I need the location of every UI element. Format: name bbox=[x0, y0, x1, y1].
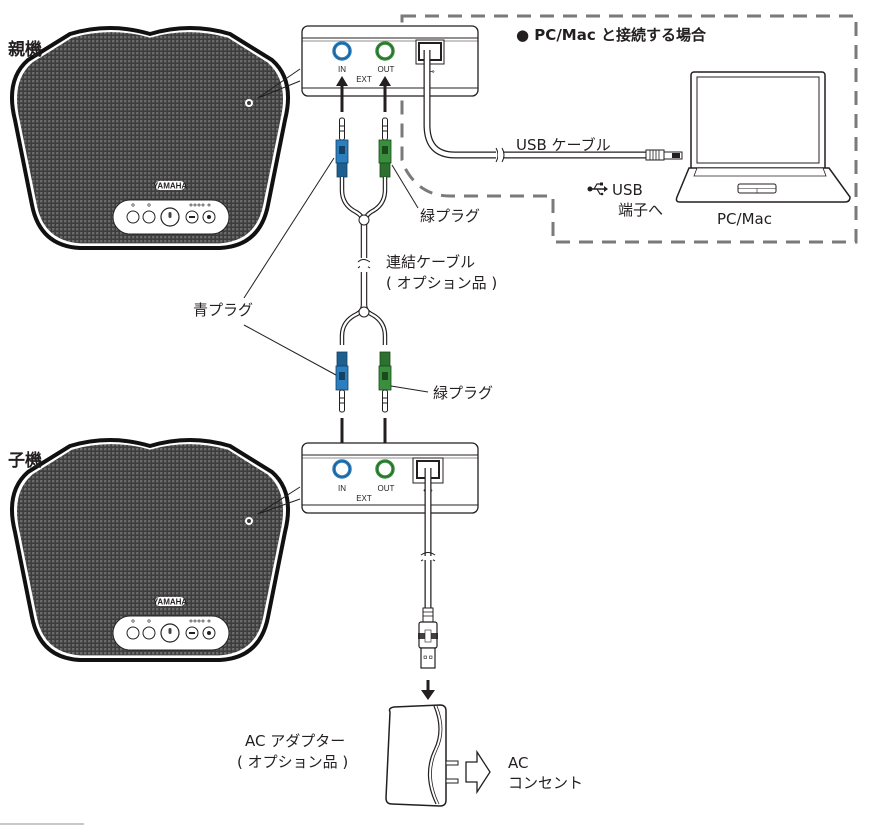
callout-line bbox=[257, 498, 301, 515]
leader-lines bbox=[243, 157, 429, 393]
usb-cable-label: USB ケーブル bbox=[516, 136, 611, 154]
jack-in[interactable] bbox=[332, 41, 352, 61]
callout-line bbox=[257, 486, 301, 515]
jack-out-label: OUT bbox=[378, 65, 395, 74]
jack-in-label: IN bbox=[338, 484, 346, 493]
usb-port-label-1: USB bbox=[612, 181, 643, 199]
sub-unit-speaker: YAMAHA bbox=[10, 438, 290, 662]
green-plug-bottom-label: 緑プラグ bbox=[433, 384, 493, 402]
jack-out[interactable] bbox=[375, 459, 395, 479]
outlet-arrow-icon bbox=[465, 749, 491, 795]
pc-mac-label: PC/Mac bbox=[717, 210, 772, 228]
link-cable-label-1: 連結ケーブル bbox=[386, 253, 475, 271]
link-cable bbox=[335, 117, 392, 413]
usb-port-label-2: 端子へ bbox=[618, 201, 663, 219]
ac-adapter-label-1: AC アダプター bbox=[245, 732, 345, 750]
jack-out-label: OUT bbox=[378, 484, 395, 493]
phone-icon bbox=[142, 626, 156, 640]
ac-adapter-label-2: ( オプション品 ) bbox=[237, 753, 348, 771]
jack-in[interactable] bbox=[332, 459, 352, 479]
bluetooth-icon bbox=[126, 210, 140, 224]
svg-text:YAMAHA: YAMAHA bbox=[153, 182, 188, 191]
svg-text:YAMAHA: YAMAHA bbox=[153, 598, 188, 607]
green-plug-bottom bbox=[378, 351, 392, 413]
jack-out[interactable] bbox=[375, 41, 395, 61]
blue-plug-top bbox=[335, 117, 349, 178]
jack-in-label: IN bbox=[338, 65, 346, 74]
sub-rear-panel: IN OUT EXT •⊸ bbox=[301, 442, 479, 514]
callout-line bbox=[257, 80, 301, 99]
pc-section-title: ● PC/Mac と接続する場合 bbox=[516, 26, 707, 44]
green-plug-top bbox=[378, 117, 392, 178]
pc-section-border bbox=[400, 14, 858, 244]
insert-arrows-top bbox=[336, 76, 391, 112]
phone-icon bbox=[142, 210, 156, 224]
control-panel bbox=[112, 199, 230, 235]
callout-line bbox=[257, 68, 301, 99]
usb-power-cable bbox=[418, 468, 438, 700]
sync-button-icon bbox=[245, 517, 253, 525]
laptop-pc-mac bbox=[675, 71, 851, 203]
ext-label: EXT bbox=[356, 75, 372, 84]
brand-logo: YAMAHA bbox=[153, 597, 188, 607]
footer-rule bbox=[0, 823, 84, 825]
green-plug-top-label: 緑プラグ bbox=[420, 207, 480, 225]
usb-icon bbox=[587, 182, 608, 196]
ac-outlet-label-2: コンセント bbox=[508, 774, 583, 792]
bluetooth-icon bbox=[126, 626, 140, 640]
ac-adapter bbox=[385, 704, 459, 807]
ext-label: EXT bbox=[356, 494, 372, 503]
control-panel bbox=[112, 615, 230, 651]
ac-outlet-label-1: AC bbox=[508, 754, 528, 772]
sub-unit-label: 子機 bbox=[8, 450, 42, 471]
sync-button-icon bbox=[245, 99, 253, 107]
main-unit-label: 親機 bbox=[8, 39, 42, 60]
brand-logo: YAMAHA bbox=[153, 181, 188, 191]
main-unit-speaker: YAMAHA bbox=[10, 26, 290, 250]
usb-cable bbox=[423, 50, 683, 163]
link-cable-label-2: ( オプション品 ) bbox=[386, 274, 497, 292]
blue-plug-bottom bbox=[335, 351, 349, 413]
blue-plug-label: 青プラグ bbox=[193, 301, 253, 319]
